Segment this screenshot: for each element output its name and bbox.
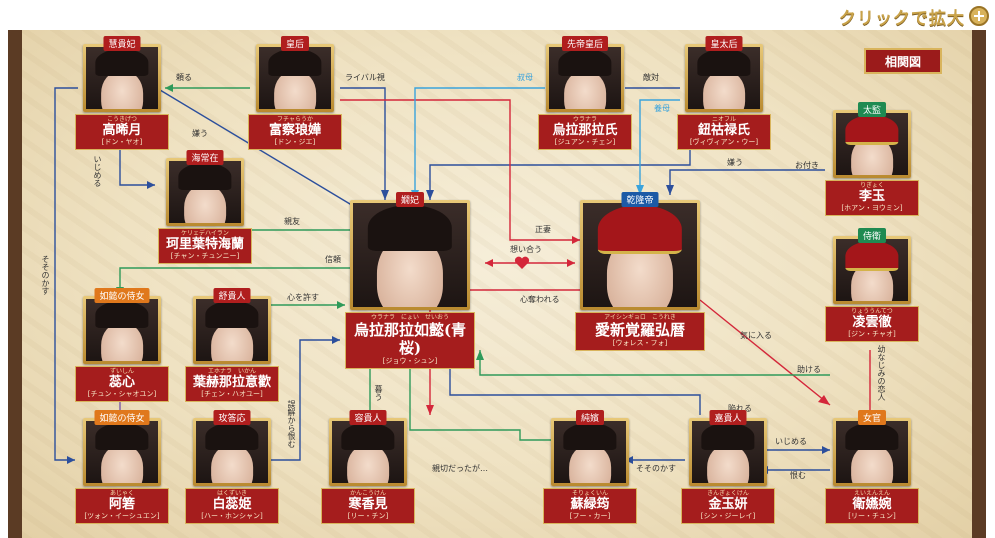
person-name: 凌雲徹	[852, 315, 892, 330]
line-gao-ruyi	[159, 89, 361, 211]
person-ruyi[interactable]: 嫺妃 ウラナラ にょい せいおう烏拉那拉如懿(青桜)[ジョウ・シュン]	[340, 192, 480, 369]
role-badge: 玫答応	[213, 410, 251, 425]
person-yehe[interactable]: 舒貴人 エホナラ いかん葉赫那拉意歡[チェン・ハオユー]	[182, 288, 282, 402]
relation-label: 心奪われる	[520, 295, 560, 304]
person-hongli[interactable]: 乾隆帝 アイシンギョロ こうれき愛新覚羅弘暦[ウォレス・フォ]	[570, 192, 710, 351]
relation-label: そそのかす	[41, 255, 50, 295]
relation-label: お付き	[795, 161, 819, 170]
relation-label: 想い合う	[510, 245, 542, 254]
person-name: 金玉妍	[708, 497, 748, 512]
person-name: 李玉	[858, 189, 885, 204]
person-name: 白蕊姫	[212, 497, 252, 512]
person-fucha[interactable]: 皇后 フチャらうか富察琅嬅[ドン・ジエ]	[245, 36, 345, 150]
role-badge: 皇太后	[705, 36, 743, 51]
person-ruixin[interactable]: 如懿の侍女 ずいしん蕊心[チュン・シャオユン]	[72, 288, 172, 402]
line-fucha-ruyi	[340, 87, 386, 200]
line-su-ruyi	[409, 350, 560, 441]
line-fucha-hongli	[340, 99, 580, 241]
relation-label: 嫌う	[727, 158, 743, 167]
line-jin-ruyi	[449, 350, 701, 415]
enlarge-button[interactable]: クリックで拡大	[839, 4, 989, 29]
role-badge: 舒貴人	[213, 288, 251, 303]
relation-label: 親友	[284, 217, 300, 226]
scroll-background	[8, 30, 986, 538]
line-liyu-hongli	[669, 169, 825, 195]
line-haichang-gao	[119, 145, 155, 186]
person-gao[interactable]: 慧貴妃 こうきげつ高晞月[ドン・ヤオ]	[72, 36, 172, 150]
relation-label: 正妻	[535, 225, 551, 234]
role-badge: 如懿の侍女	[94, 410, 150, 425]
role-badge: 侍衛	[857, 228, 887, 243]
zoom-plus-icon	[969, 6, 989, 26]
relation-label: 親切だったが…	[432, 464, 488, 473]
role-badge: 女官	[857, 410, 887, 425]
person-name: 烏拉那拉如懿(青桜)	[353, 321, 467, 357]
person-name: 蕊心	[108, 375, 135, 390]
legend-badge: 相関図	[864, 48, 942, 74]
person-xiandi[interactable]: 先帝皇后 ウラナラ烏拉那拉氏[ジュアン・チェン]	[535, 36, 635, 150]
person-name: 高晞月	[102, 123, 142, 138]
person-haichang[interactable]: 海常在 ケリェデハイラン珂里葉特海蘭[チャン・チュンニー]	[155, 150, 255, 264]
relation-label: 恨む	[790, 471, 806, 480]
role-badge: 先帝皇后	[561, 36, 609, 51]
person-name: 寒香見	[348, 497, 388, 512]
person-hanxiang[interactable]: 容貴人 かんこうけん寒香見[リー・チン]	[318, 410, 418, 524]
person-taihou[interactable]: 皇太后 ニオフル鈕祜禄氏[ヴィヴィアン・ウー]	[674, 36, 774, 150]
relation-label: 頼る	[176, 73, 192, 82]
role-badge: 嫺妃	[395, 192, 425, 207]
line-taihou-ruyi	[429, 145, 691, 200]
person-name: 阿箬	[108, 497, 135, 512]
role-badge: 海常在	[186, 150, 224, 165]
relation-label: 助ける	[797, 365, 821, 374]
role-badge: 純嬪	[575, 410, 605, 425]
relation-label: いじめる	[775, 437, 807, 446]
relation-label: 気に入る	[740, 331, 772, 340]
relation-label: ライバル視	[345, 73, 385, 82]
relation-label: 幼なじみの恋人	[877, 345, 886, 401]
relation-label: 叔母	[517, 73, 533, 82]
person-name: 衛嬿婉	[852, 497, 892, 512]
role-badge: 皇后	[280, 36, 310, 51]
relation-label: 敵対	[643, 73, 659, 82]
relation-label: 暮う	[374, 385, 383, 401]
person-wei[interactable]: 女官 えいえんえん衛嬿婉[リー・チュン]	[822, 410, 922, 524]
person-name: 蘇緑筠	[570, 497, 610, 512]
person-liyu[interactable]: 太監 りぎょく李玉[ホアン・ヨウミン]	[822, 102, 922, 216]
line-taihou-hongli	[639, 99, 680, 195]
person-name: 鈕祜禄氏	[697, 123, 750, 138]
line-ruyi-ruixin	[119, 267, 350, 295]
line-bairui-ruyi	[260, 339, 340, 461]
role-badge: 容貴人	[349, 410, 387, 425]
line-xiandi-ruyi	[414, 87, 545, 200]
person-ling[interactable]: 侍衛 りょううんてつ凌雲徹[ジン・チャオ]	[822, 228, 922, 342]
relation-label: いじめる	[93, 155, 102, 187]
person-name: 珂里葉特海蘭	[165, 237, 244, 252]
role-badge: 嘉貴人	[709, 410, 747, 425]
person-jin[interactable]: 嘉貴人 きんぎょくけん金玉妍[シン・ジーレイ]	[678, 410, 778, 524]
person-bairui[interactable]: 玫答応 はくずいき白蕊姫[ハー・ホンシャン]	[182, 410, 282, 524]
relation-label: 養母	[654, 104, 670, 113]
relation-label: 陥れる	[728, 404, 752, 413]
person-name: 愛新覚羅弘暦	[594, 321, 685, 339]
relation-label: 心を許す	[287, 293, 319, 302]
line-hongli-wei	[699, 299, 831, 406]
person-su[interactable]: 純嬪 そりょくいん蘇緑筠[フー・カー]	[540, 410, 640, 524]
role-badge: 太監	[857, 102, 887, 117]
person-aruo[interactable]: 如懿の侍女 あじゃく阿箬[ツォン・イーシュエン]	[72, 410, 172, 524]
relation-label: 信頼	[325, 255, 341, 264]
role-badge: 如懿の侍女	[94, 288, 150, 303]
heart-icon	[514, 256, 530, 269]
person-name: 葉赫那拉意歡	[192, 375, 271, 390]
relation-label: そそのかす	[636, 464, 676, 473]
line-gao-aruo	[54, 87, 78, 461]
enlarge-label: クリックで拡大	[839, 8, 965, 29]
person-name: 烏拉那拉氏	[552, 123, 618, 138]
role-badge: 乾隆帝	[621, 192, 659, 207]
relation-label: 誤解から恨む	[287, 400, 296, 448]
role-badge: 慧貴妃	[103, 36, 141, 51]
relation-label: 嫌う	[192, 129, 208, 138]
person-name: 富察琅嬅	[268, 123, 321, 138]
